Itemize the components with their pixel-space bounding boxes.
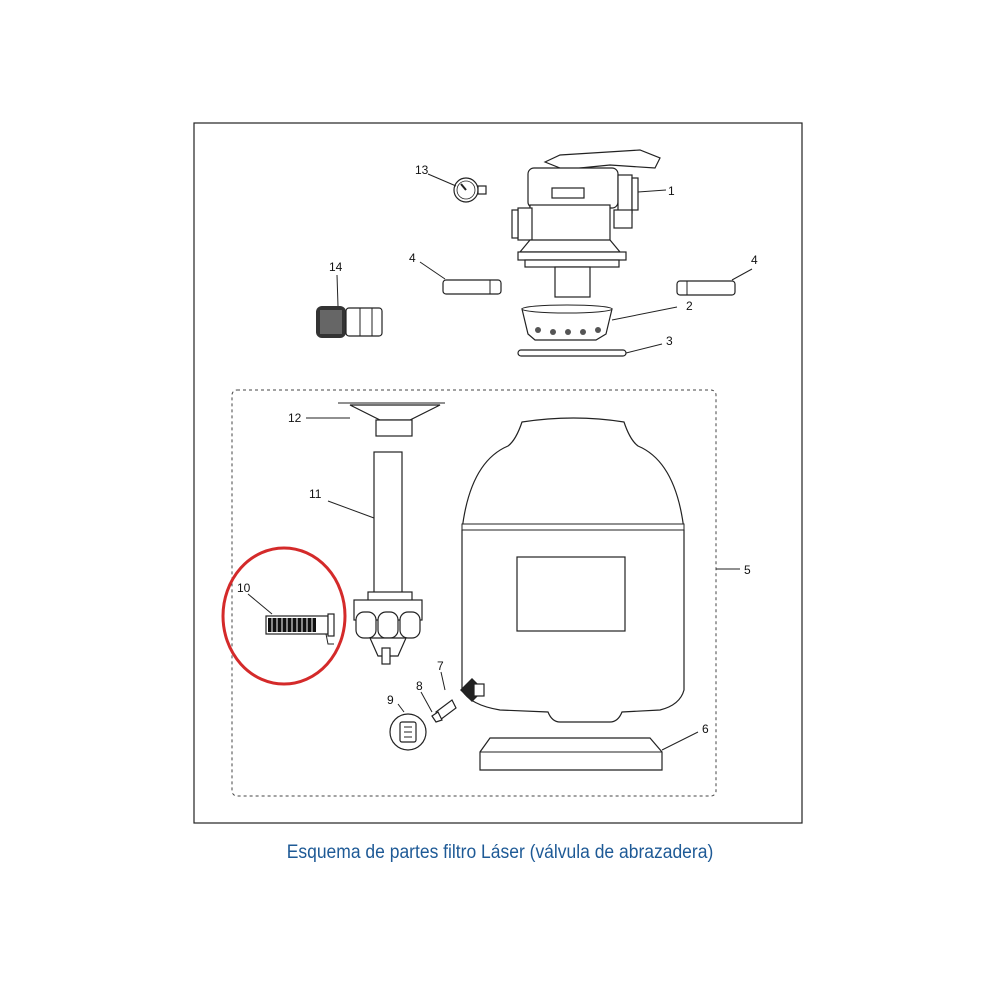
top-diffuser bbox=[338, 402, 445, 437]
drain-cap bbox=[389, 713, 427, 751]
central-pipe bbox=[367, 451, 413, 605]
label-part-8: 8 bbox=[416, 679, 423, 693]
label-part-7: 7 bbox=[437, 659, 444, 673]
clamp-ring bbox=[521, 304, 613, 341]
drain-plug bbox=[460, 678, 485, 702]
diagram-caption: Esquema de partes filtro Láser (válvula … bbox=[286, 842, 714, 863]
highlight-circle bbox=[221, 546, 347, 686]
label-part-5: 5 bbox=[744, 563, 751, 577]
label-part-6: 6 bbox=[702, 722, 709, 736]
lateral-part bbox=[265, 613, 335, 645]
union-left bbox=[442, 279, 502, 295]
pressure-gauge bbox=[453, 177, 487, 203]
tank-base bbox=[479, 737, 663, 771]
union-right bbox=[676, 280, 736, 296]
label-part-14: 14 bbox=[329, 260, 343, 274]
hose-connector bbox=[316, 306, 383, 338]
label-part-2: 2 bbox=[686, 299, 693, 313]
label-part-1: 1 bbox=[668, 184, 675, 198]
label-part-3: 3 bbox=[666, 334, 673, 348]
label-part-10: 10 bbox=[237, 581, 251, 595]
tank-assembly-box bbox=[231, 389, 717, 797]
filter-tank bbox=[461, 417, 685, 723]
o-ring bbox=[517, 349, 627, 357]
multiport-valve bbox=[511, 149, 661, 298]
diagram-frame bbox=[193, 122, 803, 824]
label-part-11: 11 bbox=[309, 487, 322, 501]
label-part-12: 12 bbox=[288, 411, 302, 425]
label-part-9: 9 bbox=[387, 693, 394, 707]
drain-nozzle bbox=[431, 699, 457, 723]
lateral-hub bbox=[353, 599, 423, 665]
leader-lines bbox=[247, 173, 753, 751]
label-part-4-right: 4 bbox=[751, 253, 758, 267]
label-part-13: 13 bbox=[415, 163, 429, 177]
part-labels: 1 2 3 4 4 5 6 7 8 9 10 11 12 13 14 bbox=[237, 163, 758, 736]
label-part-4-left: 4 bbox=[409, 251, 416, 265]
